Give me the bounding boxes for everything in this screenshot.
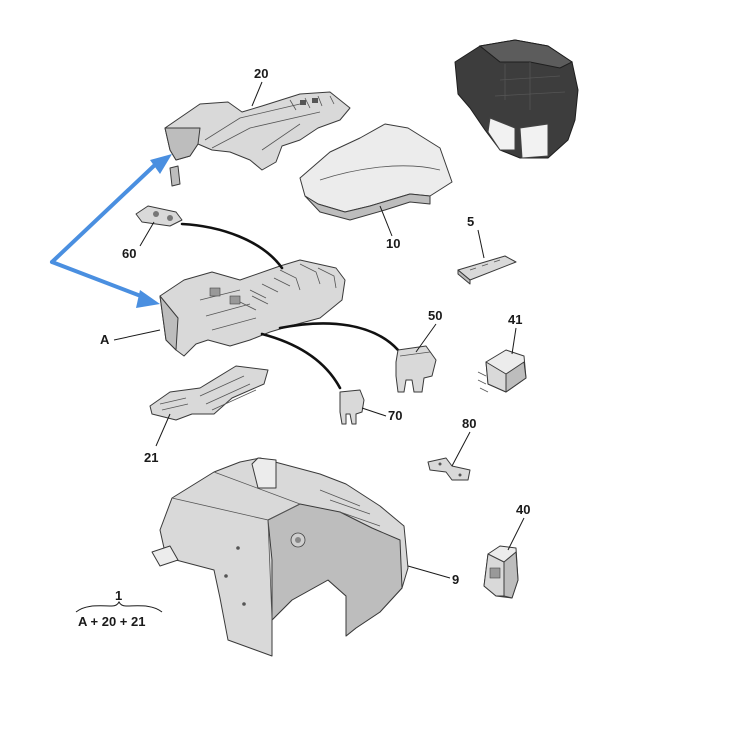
part-9-base [151,457,409,657]
part-labels: 20 10 60 5 A 50 41 70 21 80 40 9 [100,66,530,587]
dark-housing [454,39,579,159]
part-60-fuse-link [135,205,183,227]
label-60: 60 [122,246,136,261]
cables [180,222,400,390]
part-5-connector [457,255,517,285]
part-80-bracket [427,457,471,481]
part-50-fuse [395,345,437,393]
part-40-connector [483,545,519,599]
part-41-relay [477,349,527,393]
kit-composition: 1 A + 20 + 21 [75,588,163,629]
label-21: 21 [144,450,158,465]
kit-formula: A + 20 + 21 [78,614,145,629]
label-80: 80 [462,416,476,431]
part-a-fuse-box [159,259,346,357]
label-5: 5 [467,214,474,229]
label-50: 50 [428,308,442,323]
kit-number: 1 [115,588,122,603]
part-20-lid [164,91,351,187]
label-40: 40 [516,502,530,517]
label-70: 70 [388,408,402,423]
label-10: 10 [386,236,400,251]
part-10-cover [299,123,453,221]
leader-lines [113,81,525,579]
part-70-mini-fuse [339,389,365,425]
label-20: 20 [254,66,268,81]
part-21-plate [149,365,269,421]
pointer-arrows [50,154,172,308]
label-9: 9 [452,572,459,587]
label-41: 41 [508,312,522,327]
label-a: A [100,332,110,347]
